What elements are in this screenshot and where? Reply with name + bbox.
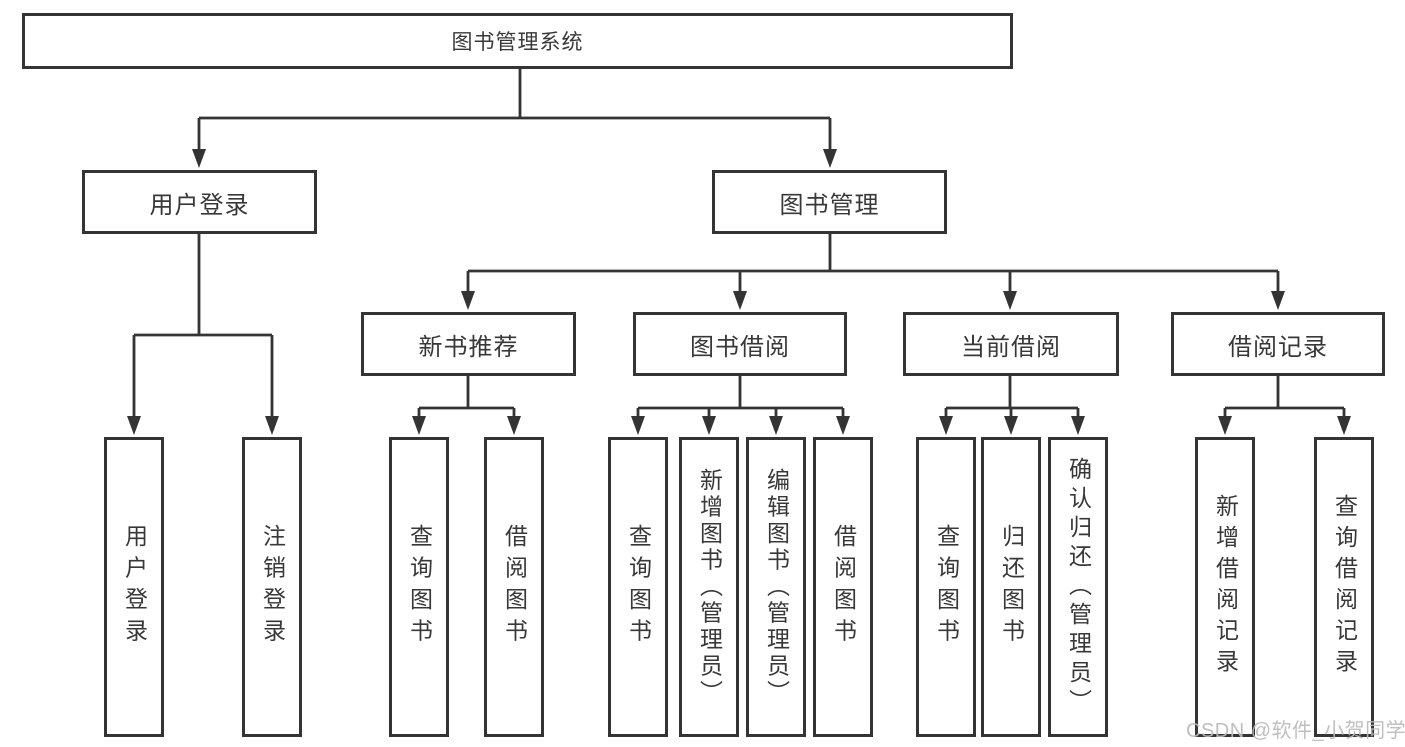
node-new-book-recommendation: 新书推荐 (361, 312, 576, 376)
connector-current-to-leaves (944, 376, 1080, 417)
arrow-icon (1218, 416, 1232, 435)
leaf-add-books-admin: 新增图书（管理员） (679, 437, 739, 737)
leaf-query-books-borrow: 查询图书 (608, 437, 668, 737)
arrow-icon (1271, 291, 1285, 310)
arrow-icon (631, 416, 645, 435)
arrow-icon (1003, 291, 1017, 310)
node-book-borrowing: 图书借阅 (633, 312, 847, 376)
leaf-label: 新增图书（管理员） (696, 467, 723, 707)
leaf-label: 确认归还（管理员） (1065, 456, 1092, 718)
leaf-label: 查询图书 (933, 524, 960, 650)
leaf-return-books: 归还图书 (981, 437, 1041, 737)
arrow-icon (192, 149, 206, 168)
leaf-borrow-books: 借阅图书 (813, 437, 873, 737)
leaf-query-books-recommend: 查询图书 (389, 437, 449, 737)
leaf-label: 查询图书 (625, 524, 652, 650)
connector-root-to-level2 (197, 69, 832, 152)
connector-login-to-leaves (132, 234, 274, 417)
leaf-label: 新增借阅记录 (1212, 494, 1239, 680)
leaf-add-borrow-record: 新增借阅记录 (1195, 437, 1255, 737)
node-borrowing-records: 借阅记录 (1171, 312, 1385, 376)
arrow-icon (1337, 416, 1351, 435)
arrow-icon (461, 291, 475, 310)
arrow-icon (265, 416, 279, 435)
arrow-icon (769, 416, 783, 435)
arrow-icon (412, 416, 426, 435)
arrow-icon (1071, 416, 1085, 435)
leaf-edit-books-admin: 编辑图书（管理员） (746, 437, 806, 737)
arrowheads (127, 149, 1351, 435)
leaf-label: 归还图书 (998, 524, 1025, 650)
leaf-confirm-return-admin: 确认归还（管理员） (1048, 437, 1108, 737)
node-book-management: 图书管理 (712, 170, 947, 234)
arrow-icon (127, 416, 141, 435)
leaf-label: 借阅图书 (830, 524, 857, 650)
node-current-borrowing: 当前借阅 (903, 312, 1119, 376)
leaf-user-login: 用户登录 (104, 437, 164, 737)
connector-mgmt-to-level3 (466, 234, 1280, 293)
arrow-icon (702, 416, 716, 435)
arrow-icon (823, 149, 837, 168)
leaf-label: 编辑图书（管理员） (763, 467, 790, 707)
leaf-label: 借阅图书 (501, 524, 528, 650)
connector-recommend-to-leaves (417, 376, 516, 417)
connector-records-to-leaves (1223, 376, 1346, 417)
leaf-logout: 注销登录 (242, 437, 302, 737)
leaf-query-borrow-record: 查询借阅记录 (1314, 437, 1374, 737)
leaf-label: 查询借阅记录 (1331, 494, 1358, 680)
arrow-icon (939, 416, 953, 435)
arrow-icon (1004, 416, 1018, 435)
node-library-management-system: 图书管理系统 (22, 13, 1013, 69)
arrow-icon (836, 416, 850, 435)
arrow-icon (507, 416, 521, 435)
leaf-label: 用户登录 (121, 524, 148, 650)
connector-borrow-to-leaves (636, 376, 845, 417)
leaf-query-books-current: 查询图书 (916, 437, 976, 737)
leaf-label: 注销登录 (259, 524, 286, 650)
leaf-label: 查询图书 (406, 524, 433, 650)
node-user-login: 用户登录 (82, 170, 317, 234)
connector-strokes (132, 69, 1346, 417)
arrow-icon (733, 291, 747, 310)
csdn-watermark: CSDN @软件_小贺同学 (1186, 720, 1405, 742)
leaf-borrow-books-recommend: 借阅图书 (484, 437, 544, 737)
